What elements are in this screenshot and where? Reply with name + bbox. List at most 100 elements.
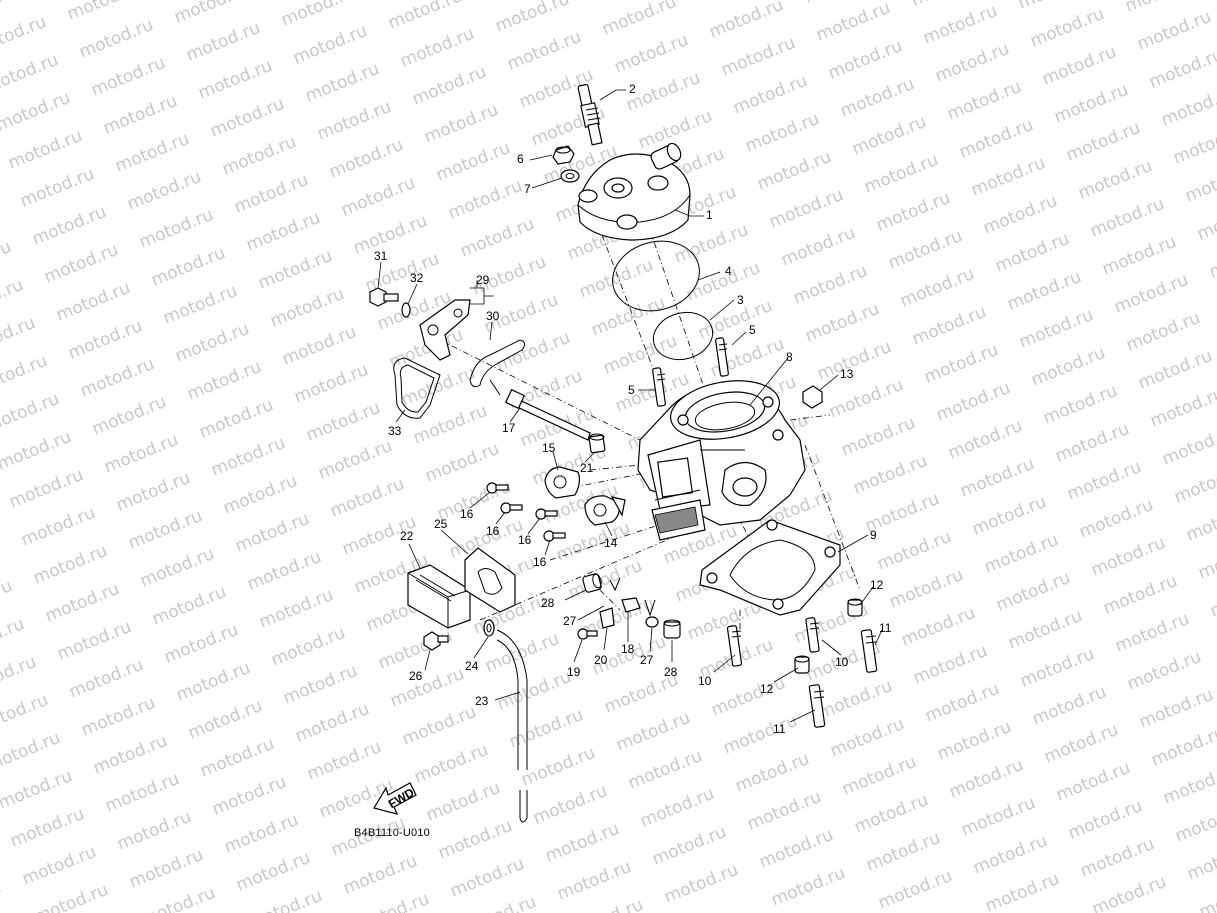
callout-28: 28 bbox=[664, 665, 678, 679]
watermark-text: motod.ru bbox=[1148, 723, 1217, 771]
callout-23: 23 bbox=[475, 694, 489, 708]
plate-bracket bbox=[599, 607, 615, 629]
callout-5: 5 bbox=[749, 323, 756, 337]
callout-15: 15 bbox=[542, 441, 556, 455]
watermark-text: motod.ru bbox=[661, 860, 741, 908]
watermark-text: motod.ru bbox=[1136, 685, 1216, 733]
watermark-text: motod.ru bbox=[0, 313, 38, 361]
watermark-text: motod.ru bbox=[409, 62, 489, 110]
watermark-text: motod.ru bbox=[1146, 45, 1217, 93]
watermark-text: motod.ru bbox=[993, 568, 1073, 616]
watermark-text: motod.ru bbox=[1063, 118, 1143, 166]
callout-2: 2 bbox=[629, 82, 636, 96]
breather-hose bbox=[496, 629, 528, 823]
callout-30: 30 bbox=[486, 309, 500, 323]
watermark-text: motod.ru bbox=[209, 772, 289, 820]
stud-bolt-lower bbox=[726, 617, 820, 667]
watermark-text: motod.ru bbox=[113, 468, 193, 516]
watermark-text: motod.ru bbox=[1195, 536, 1217, 584]
cylinder-head bbox=[577, 142, 691, 241]
callout-10: 10 bbox=[835, 655, 849, 669]
watermark-text: motod.ru bbox=[290, 21, 370, 69]
watermark-text: motod.ru bbox=[268, 623, 348, 671]
callout-24: 24 bbox=[465, 659, 479, 673]
watermark-text: motod.ru bbox=[0, 389, 62, 437]
valve-housing-cover bbox=[544, 466, 626, 526]
power-valve-link bbox=[469, 339, 526, 396]
callout-12: 12 bbox=[870, 578, 884, 592]
leader-lines bbox=[377, 89, 883, 723]
watermark-text: motod.ru bbox=[315, 436, 395, 484]
watermark-text: motod.ru bbox=[219, 132, 299, 180]
callout-8: 8 bbox=[786, 350, 793, 364]
watermark-text: motod.ru bbox=[482, 629, 562, 677]
watermark-text: motod.ru bbox=[1052, 419, 1132, 467]
watermark-text: motod.ru bbox=[422, 439, 502, 487]
watermark-text: motod.ru bbox=[148, 243, 228, 291]
watermark-text: motod.ru bbox=[504, 27, 584, 75]
callout-7: 7 bbox=[524, 182, 531, 196]
watermark-text: motod.ru bbox=[1194, 197, 1217, 245]
watermark-text: motod.ru bbox=[625, 746, 705, 794]
watermark-text: motod.ru bbox=[5, 126, 85, 174]
watermark-text: motod.ru bbox=[1039, 42, 1119, 90]
watermark-text: motod.ru bbox=[492, 0, 572, 37]
watermark-text: motod.ru bbox=[1017, 644, 1097, 692]
watermark-text: motod.ru bbox=[766, 185, 846, 233]
callout-17: 17 bbox=[502, 421, 516, 435]
watermark-text: motod.ru bbox=[1004, 267, 1084, 315]
watermark-text: motod.ru bbox=[1124, 647, 1204, 695]
watermark-text: motod.ru bbox=[0, 690, 51, 738]
watermark-text: motod.ru bbox=[291, 360, 371, 408]
watermark-text: motod.ru bbox=[398, 363, 478, 411]
watermark-text: motod.ru bbox=[375, 626, 455, 674]
watermark-text: motod.ru bbox=[255, 246, 335, 294]
watermark-text: motod.ru bbox=[184, 357, 264, 405]
watermark-text: motod.ru bbox=[30, 541, 110, 589]
watermark-text: motod.ru bbox=[267, 284, 347, 332]
watermark-text: motod.ru bbox=[340, 851, 420, 899]
callout-16: 16 bbox=[486, 524, 500, 538]
watermark-text: motod.ru bbox=[136, 205, 216, 253]
watermark-text: motod.ru bbox=[7, 804, 87, 852]
flange-nut bbox=[802, 385, 823, 409]
watermark-text: motod.ru bbox=[303, 398, 383, 446]
callout-11: 11 bbox=[879, 621, 892, 635]
collar bbox=[663, 619, 681, 639]
exhaust-cover bbox=[407, 564, 471, 629]
watermark-text: motod.ru bbox=[671, 220, 751, 268]
watermark-text: motod.ru bbox=[0, 12, 49, 60]
watermark-text: motod.ru bbox=[0, 427, 74, 475]
watermark-text: motod.ru bbox=[1076, 495, 1156, 543]
watermark-text: motod.ru bbox=[826, 375, 906, 423]
watermark-text: motod.ru bbox=[542, 819, 622, 867]
screw-bolt bbox=[486, 482, 566, 542]
watermark-text: motod.ru bbox=[411, 740, 491, 788]
watermark-text: motod.ru bbox=[790, 261, 870, 309]
watermark-text: motod.ru bbox=[1147, 384, 1217, 432]
watermark-text: motod.ru bbox=[968, 153, 1048, 201]
watermark-text: motod.ru bbox=[100, 91, 180, 139]
stud-bolt bbox=[652, 337, 729, 407]
watermark-text: motod.ru bbox=[863, 828, 943, 876]
watermark-text: motod.ru bbox=[637, 784, 717, 832]
watermark-text: motod.ru bbox=[195, 56, 275, 104]
shaft-bushing bbox=[588, 433, 606, 454]
spark-plug bbox=[577, 83, 603, 146]
watermark-text: motod.ru bbox=[42, 579, 122, 627]
watermark-text: motod.ru bbox=[1077, 834, 1157, 882]
stud-nut bbox=[794, 598, 863, 674]
watermark-text: motod.ru bbox=[1158, 83, 1217, 131]
watermark-text: motod.ru bbox=[1051, 80, 1131, 128]
watermark-text: motod.ru bbox=[802, 299, 882, 347]
watermark-text: motod.ru bbox=[744, 787, 824, 835]
cover-gasket bbox=[464, 547, 516, 613]
watermark-text: motod.ru bbox=[885, 226, 965, 274]
watermark-text: motod.ru bbox=[1182, 159, 1217, 207]
watermark-text: motod.ru bbox=[352, 889, 432, 913]
callout-11: 11 bbox=[773, 722, 786, 736]
watermark-text: motod.ru bbox=[183, 18, 263, 66]
watermark-text: motod.ru bbox=[981, 530, 1061, 578]
plain-washer bbox=[401, 302, 411, 318]
